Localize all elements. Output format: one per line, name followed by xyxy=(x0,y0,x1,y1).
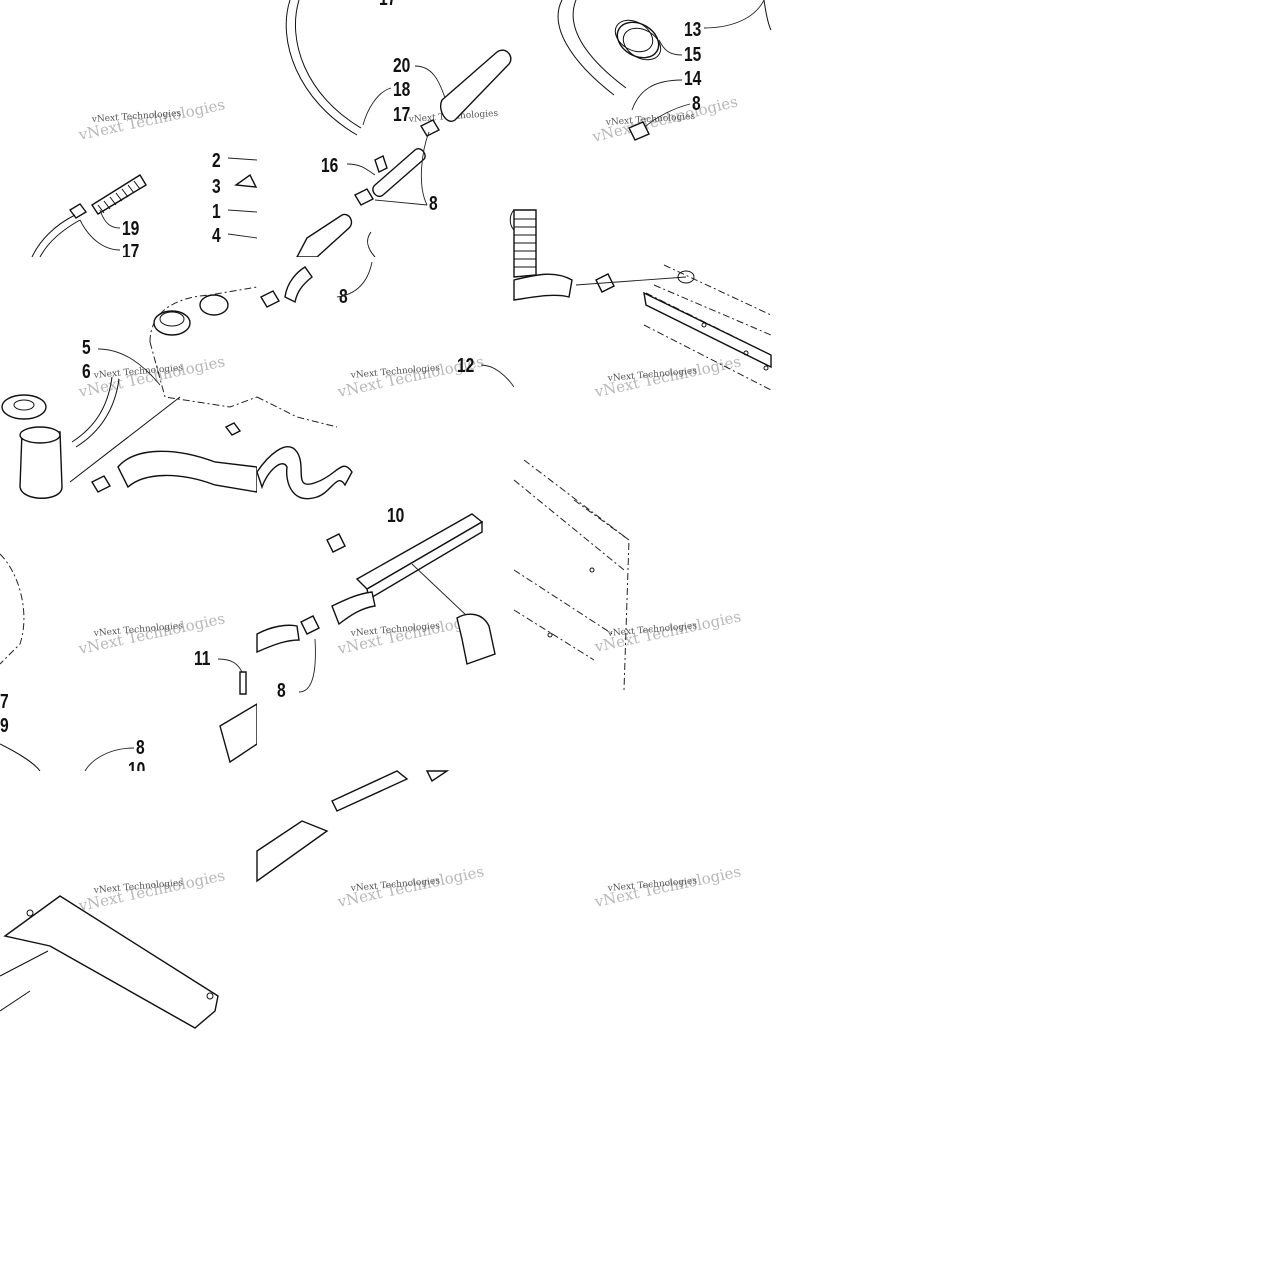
watermark: vNext Technologies vNext Technologies xyxy=(592,352,742,401)
watermark: vNext Technologies vNext Technologies xyxy=(76,866,226,915)
bleed-screw-11 xyxy=(239,671,247,695)
watermark: vNext Technologies vNext Technologies xyxy=(592,862,742,911)
callout-8: 8 xyxy=(136,736,145,758)
callout-4: 4 xyxy=(212,224,221,246)
callout-8: 8 xyxy=(692,92,701,114)
callout-16: 16 xyxy=(321,154,338,176)
coolant-reservoir xyxy=(1,394,63,499)
spring-clamp-15 xyxy=(614,19,662,61)
overflow-hose-6 xyxy=(71,376,113,443)
heat-exchanger-front xyxy=(3,895,219,1029)
fuel-tank-outline xyxy=(149,286,258,408)
s-hose xyxy=(256,446,353,500)
tile-center-lower: vNext Technologies vNext Technologies 10… xyxy=(256,504,514,771)
watermark: vNext Technologies vNext Technologies xyxy=(76,95,226,144)
hose-main xyxy=(117,450,258,493)
clamp-8d xyxy=(260,290,280,308)
frame-rail xyxy=(643,264,772,391)
callout-15: 15 xyxy=(684,43,701,65)
tile-right-mid: vNext Technologies vNext Technologies xyxy=(513,205,772,405)
reservoir-cap xyxy=(1,394,47,420)
callout-8: 8 xyxy=(339,285,348,307)
callout-6: 6 xyxy=(82,360,91,382)
tile-bottom-left: vNext Technologies vNext Technologies xyxy=(0,771,257,1029)
callout-20: 20 xyxy=(393,54,410,76)
tile-left-top: vNext Technologies vNext Technologies 19… xyxy=(0,0,258,262)
callout-2: 2 xyxy=(212,149,221,171)
callout-3: 3 xyxy=(212,175,221,197)
callout-17: 17 xyxy=(122,240,139,262)
tile-bottom-right: vNext Technologies vNext Technologies xyxy=(514,771,771,911)
callout-18: 18 xyxy=(393,78,410,100)
hose-18 xyxy=(285,0,358,136)
tile-bottom-center: vNext Technologies vNext Technologies xyxy=(256,770,514,911)
callout-17-top: 17 xyxy=(379,0,396,9)
tile-right-lower: vNext Technologies vNext Technologies xyxy=(513,459,771,700)
heat-exchanger xyxy=(355,513,484,590)
tile-center: vNext Technologies vNext Technologies 8 … xyxy=(256,257,515,514)
callout-14: 14 xyxy=(684,67,701,89)
heat-exchanger-mid xyxy=(256,820,329,883)
fitting-16 xyxy=(372,148,426,197)
hose-14 xyxy=(557,0,615,96)
callout-12: 12 xyxy=(457,354,474,376)
callout-8: 8 xyxy=(277,679,286,701)
clamp-8c xyxy=(91,475,111,493)
callout-11: 11 xyxy=(194,647,211,669)
tile-left-mid: vNext Technologies vNext Technologies 5 … xyxy=(0,257,258,514)
clamp-8g xyxy=(326,533,346,553)
callout-7: 7 xyxy=(0,690,9,712)
watermark: vNext Technologies vNext Technologies xyxy=(335,862,485,911)
hose-line xyxy=(31,214,76,258)
callout-5: 5 xyxy=(82,336,91,358)
callout-10: 10 xyxy=(387,504,404,526)
callout-9: 9 xyxy=(0,714,9,736)
tile-left-lower: vNext Technologies vNext Technologies 11… xyxy=(0,514,258,780)
tile-middle-top: vNext Technologies 17 20 18 17 16 8 xyxy=(257,0,514,258)
tank-cap xyxy=(153,310,191,336)
watermark: vNext Technologies vNext Technologies xyxy=(76,352,226,401)
callout-13: 13 xyxy=(684,18,701,40)
callout-1: 1 xyxy=(212,200,221,222)
callout-8: 8 xyxy=(429,192,438,214)
spring-part xyxy=(91,174,147,215)
spring-coils xyxy=(97,180,141,214)
callout-19: 19 xyxy=(122,217,139,239)
clamp-8 xyxy=(628,121,650,141)
callout-17: 17 xyxy=(393,103,410,125)
tunnel-outline xyxy=(513,459,630,691)
outlet-fitting xyxy=(331,591,376,626)
heat-exchanger-end xyxy=(219,702,258,764)
elbow-fitting xyxy=(456,613,496,665)
clamp-8b xyxy=(354,188,374,206)
tank-cap-2 xyxy=(199,294,229,316)
watermark: vNext Technologies vNext Technologies xyxy=(590,92,740,146)
watermark: vNext Technologies vNext Technologies xyxy=(592,607,742,656)
hose-20 xyxy=(440,49,512,122)
clamp-8a xyxy=(420,119,440,137)
clamp-8f xyxy=(300,615,320,635)
